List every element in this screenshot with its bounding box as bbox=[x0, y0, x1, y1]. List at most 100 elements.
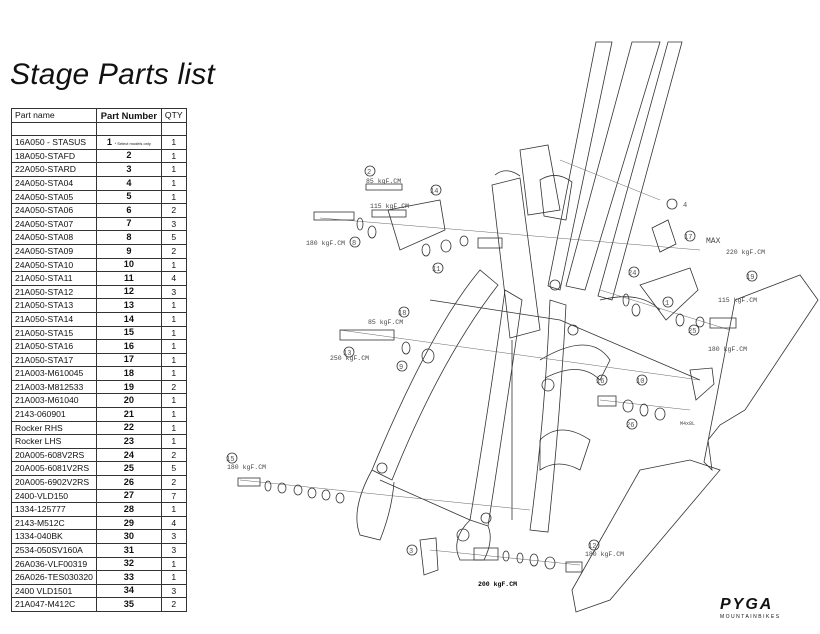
part-number: 9 bbox=[126, 245, 132, 256]
svg-text:14: 14 bbox=[430, 188, 438, 196]
torque-label: 220 kgF.CM bbox=[726, 249, 765, 256]
assembly-guide-lines bbox=[239, 159, 731, 566]
svg-text:4: 4 bbox=[683, 202, 687, 210]
callout-9: 9 bbox=[396, 360, 408, 372]
part-number: 28 bbox=[123, 503, 134, 514]
part-number: 2 bbox=[126, 150, 132, 161]
part-number: 5 bbox=[126, 191, 132, 202]
hardware-row-middle bbox=[339, 329, 715, 421]
torque-label: 250 kgF.CM bbox=[330, 355, 369, 362]
part-number: 32 bbox=[123, 558, 134, 569]
torque-label: 180 kgF.CM bbox=[227, 464, 266, 471]
svg-text:16: 16 bbox=[596, 378, 604, 386]
part-number: 31 bbox=[123, 544, 134, 555]
part-number: 16 bbox=[123, 340, 134, 351]
part-number: 4 bbox=[126, 177, 132, 188]
part-number-cell: 34 bbox=[95, 583, 162, 599]
callout-17: 17 bbox=[684, 230, 696, 242]
torque-label: 115 kgF.CM bbox=[718, 297, 757, 304]
part-number: 14 bbox=[123, 313, 134, 324]
svg-text:15: 15 bbox=[226, 456, 234, 464]
torque-labels: 85 kgF.CM 115 kgF.CM 180 kgF.CM MAX 220 … bbox=[227, 178, 765, 588]
callout-26: 26 bbox=[626, 418, 638, 430]
part-number: 20 bbox=[123, 395, 134, 406]
svg-text:2: 2 bbox=[367, 169, 371, 177]
part-number: 18 bbox=[123, 367, 134, 378]
svg-text:MOUNTAINBIKES: MOUNTAINBIKES bbox=[720, 614, 781, 620]
part-number-cell: 35 bbox=[95, 597, 162, 612]
part-number: 33 bbox=[123, 571, 134, 582]
svg-text:8: 8 bbox=[352, 240, 356, 248]
torque-label: 180 kgF.CM bbox=[306, 240, 345, 247]
part-number: 12 bbox=[123, 286, 134, 297]
callout-15: 15 bbox=[226, 452, 238, 464]
callout-4: 4 bbox=[666, 198, 687, 210]
torque-label: 180 kgF.CM bbox=[585, 551, 624, 558]
qty-cell: 1 bbox=[160, 135, 187, 150]
part-number: 19 bbox=[123, 381, 134, 392]
part-note: * Select models only bbox=[114, 140, 151, 146]
part-number: 1 bbox=[106, 136, 113, 147]
callout-12: 12 bbox=[588, 539, 600, 551]
callout-3: 3 bbox=[406, 544, 418, 556]
torque-label: 200 kgF.CM bbox=[478, 581, 517, 588]
part-number: 29 bbox=[123, 517, 134, 528]
part-number-cell: 28 bbox=[95, 502, 162, 517]
svg-text:17: 17 bbox=[684, 234, 692, 242]
part-number: 22 bbox=[123, 422, 134, 433]
callout-13: 13 bbox=[343, 346, 355, 358]
torque-label: MAX bbox=[706, 237, 721, 246]
svg-text:3: 3 bbox=[409, 548, 413, 556]
svg-text:19: 19 bbox=[746, 274, 754, 282]
torque-label: 85 kgF.CM bbox=[368, 319, 403, 326]
torque-label: 115 kgF.CM bbox=[370, 203, 409, 210]
callout-8: 8 bbox=[349, 236, 361, 248]
svg-text:18: 18 bbox=[398, 310, 406, 318]
svg-text:25: 25 bbox=[688, 328, 696, 336]
callout-11: 11 bbox=[432, 262, 444, 274]
part-number: 13 bbox=[123, 300, 134, 310]
callout-16: 16 bbox=[596, 374, 608, 386]
svg-text:PYGA: PYGA bbox=[720, 596, 773, 613]
frame-drawing bbox=[356, 41, 701, 561]
qty-cell: 5 bbox=[160, 230, 187, 245]
part-number: 23 bbox=[123, 435, 134, 446]
svg-text:12: 12 bbox=[588, 543, 596, 551]
svg-text:9: 9 bbox=[399, 364, 403, 372]
svg-text:24: 24 bbox=[628, 270, 636, 278]
svg-text:1: 1 bbox=[665, 300, 669, 308]
svg-text:10: 10 bbox=[636, 378, 644, 386]
table-header-row: Part name Part Number QTY bbox=[11, 108, 187, 123]
parts-table: Part name Part Number QTY 16A050 - STASU… bbox=[11, 108, 187, 612]
callout-25: 25 bbox=[688, 324, 700, 336]
torque-label: M4x8L bbox=[680, 421, 695, 427]
torque-label: 85 kgF.CM bbox=[366, 178, 401, 185]
frame-protectors bbox=[571, 274, 819, 613]
part-number: 27 bbox=[123, 490, 134, 501]
qty-cell: 3 bbox=[160, 529, 187, 544]
part-number: 8 bbox=[126, 232, 132, 243]
part-number: 3 bbox=[126, 164, 132, 175]
part-number: 21 bbox=[123, 408, 134, 419]
callout-2: 2 bbox=[364, 165, 376, 177]
callout-19: 19 bbox=[746, 270, 758, 282]
page-title: Stage Parts list bbox=[10, 58, 215, 91]
hardware-row-upper bbox=[313, 183, 503, 257]
